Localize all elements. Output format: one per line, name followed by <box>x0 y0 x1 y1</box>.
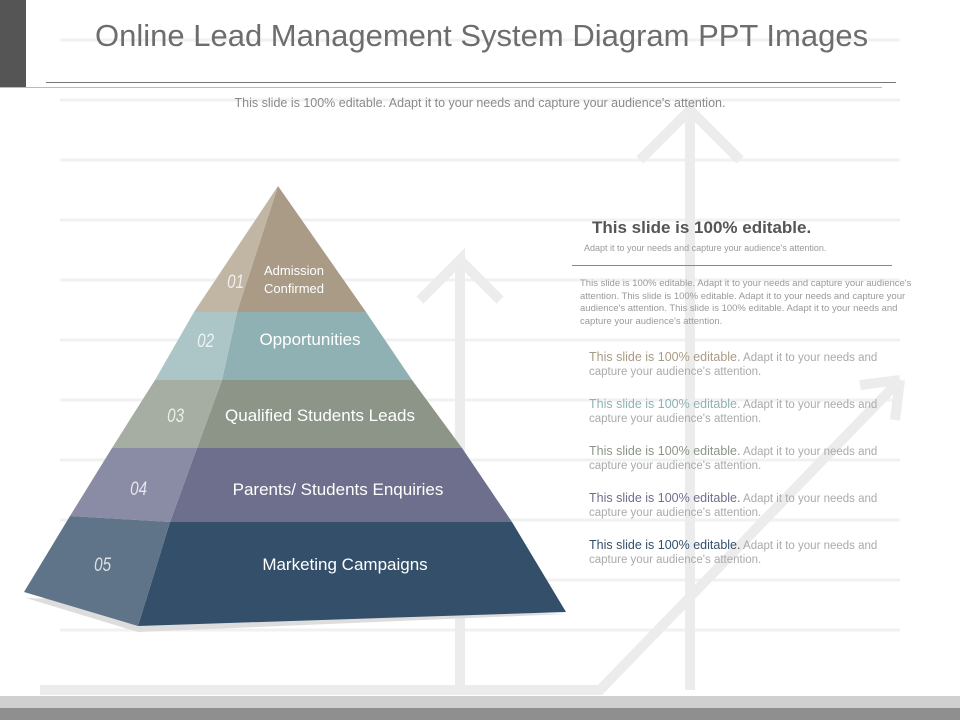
tier-5-label: Marketing Campaigns <box>262 555 428 574</box>
list-item-lead: This slide is 100% editable. <box>589 444 741 458</box>
tier-5-side <box>24 516 170 626</box>
list-item-text: Adapt it to your needs and capture your … <box>589 493 878 519</box>
tier-4-front <box>170 448 512 522</box>
tier-1-side <box>194 186 278 312</box>
list-item: This slide is 100% editable. Adapt it to… <box>589 397 909 426</box>
tier-1-front <box>237 186 366 312</box>
title-divider <box>46 82 896 83</box>
panel-subheading: Adapt it to your needs and capture your … <box>584 243 827 253</box>
tier-2-side <box>155 312 237 380</box>
list-item: This slide is 100% editable. Adapt it to… <box>589 491 909 520</box>
tier-1-label: Admission Confirmed <box>254 262 334 298</box>
tier-4-label: Parents/ Students Enquiries <box>232 480 444 499</box>
tier-5-front <box>138 522 566 626</box>
tier-1-number: 01 <box>227 272 245 293</box>
list-item: This slide is 100% editable. Adapt it to… <box>589 444 909 473</box>
tier-3-label: Qualified Students Leads <box>225 406 415 425</box>
tier-2-label: Opportunities <box>259 330 361 349</box>
page-title: Online Lead Management System Diagram PP… <box>95 18 869 53</box>
tier-2-number: 02 <box>197 331 215 352</box>
tier-3-side <box>112 380 222 448</box>
footer-bar-light <box>0 696 960 708</box>
list-item-lead: This slide is 100% editable. <box>589 538 741 552</box>
list-item-lead: This slide is 100% editable. <box>589 350 741 364</box>
list-item-text: Adapt it to your needs and capture your … <box>589 540 878 566</box>
tier-1-label-line1: Admission <box>264 263 324 278</box>
list-item: This slide is 100% editable. Adapt it to… <box>589 538 909 567</box>
title-corner-block <box>0 0 26 88</box>
tier-4-number: 04 <box>130 479 148 500</box>
tier-3-front <box>197 380 462 448</box>
panel-divider <box>572 265 892 266</box>
list-item-text: Adapt it to your needs and capture your … <box>589 446 878 472</box>
panel-heading: This slide is 100% editable. <box>592 218 812 237</box>
tier-5-number: 05 <box>94 555 112 576</box>
page-subtitle: This slide is 100% editable. Adapt it to… <box>234 96 726 110</box>
list-item: This slide is 100% editable. Adapt it to… <box>589 350 909 379</box>
tier-3-number: 03 <box>167 406 185 427</box>
tier-1-label-line2: Confirmed <box>264 281 324 296</box>
panel-body-text: This slide is 100% editable. Adapt it to… <box>580 278 912 327</box>
list-item-text: Adapt it to your needs and capture your … <box>589 352 878 378</box>
title-divider-secondary <box>0 87 882 88</box>
footer-bar-dark <box>0 708 960 720</box>
list-item-text: Adapt it to your needs and capture your … <box>589 399 878 425</box>
list-item-lead: This slide is 100% editable. <box>589 397 741 411</box>
tier-2-front <box>222 312 412 380</box>
tier-4-side <box>70 448 197 522</box>
list-item-lead: This slide is 100% editable. <box>589 491 741 505</box>
